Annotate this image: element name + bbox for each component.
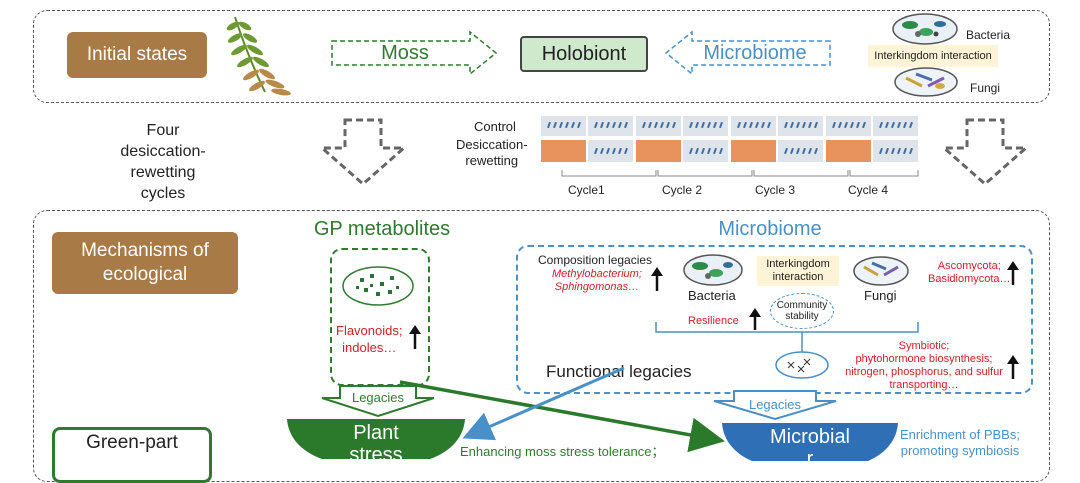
fungal-taxa: Ascomycota; Basidiomycota… (928, 260, 1011, 286)
initial-states-label: Initial states (86, 44, 188, 65)
resilience-label: Resilience (688, 315, 739, 327)
interk-mid-line1: Interkingdom (766, 258, 830, 270)
microbial-label: Microbial r (720, 426, 900, 470)
left-down-arrow (318, 118, 408, 186)
moss-label: Moss (381, 41, 429, 64)
plant-line1: Plant (353, 422, 399, 444)
moss-arrow (331, 30, 498, 76)
microbiome-arrow-label: Microbiome (703, 41, 807, 64)
cycle-label-3: Cycle 3 (755, 183, 796, 197)
cycle-label-4: Cycle 4 (848, 183, 889, 197)
composition-up-arrow (651, 267, 663, 291)
enrich-line1: Enrichment of PBBs; (900, 427, 1020, 442)
right-down-arrow (940, 118, 1030, 186)
legacies-left-label: Legacies (351, 389, 405, 405)
functional-bracket (655, 322, 919, 352)
initial-states-box: Initial states (67, 32, 207, 78)
holobiont-label: Holobiont (541, 42, 627, 65)
flavonoids-text: Flavonoids; indoles… (336, 322, 402, 356)
fungal-up-arrow (1007, 261, 1019, 285)
symb-line3: nitrogen, phosphorus, and sulfur (845, 366, 1003, 378)
control-label: Control (474, 119, 516, 134)
community-line2: stability (785, 311, 819, 322)
microbiome-arrow (664, 30, 831, 76)
function-dish-icon (775, 351, 829, 379)
mechanisms-line2: ecological (102, 264, 188, 285)
moss-illustration (226, 16, 291, 96)
microbiome-section-title: Microbiome (718, 217, 822, 240)
flavonoids-up-arrow (409, 325, 421, 349)
methylo-line: Methylobacterium; (552, 268, 642, 280)
fungi-dish-icon-2 (853, 256, 909, 286)
metabolite-dish-icon (342, 266, 414, 306)
resilience-up-arrow (749, 308, 761, 330)
indoles-line: indoles… (342, 340, 397, 355)
microbial-shape (722, 423, 898, 461)
enrichment-text: Enrichment of PBBs; promoting symbiosis (900, 427, 1020, 459)
symbiotic-text: Symbiotic; phytohormone biosynthesis; ni… (840, 340, 1008, 392)
four-line3: cycles (140, 185, 186, 202)
initial-states-panel (33, 10, 1050, 103)
symb-line1: Symbiotic; (898, 340, 950, 352)
four-cycles-text: Four desiccation-rewetting cycles (100, 120, 226, 204)
bacteria-mid-label: Bacteria (688, 288, 736, 303)
desiccation-line2: rewetting (465, 153, 519, 168)
symbiotic-up-arrow (1007, 355, 1019, 379)
composition-legacies-label: Composition legacies (538, 253, 653, 267)
bacteria-top-label: Bacteria (966, 28, 1011, 42)
legacies-right-arrow (713, 390, 837, 421)
interk-mid-line2: interaction (772, 271, 824, 283)
community-line1: Community (776, 300, 828, 311)
cycle-label-2: Cycle 2 (662, 183, 703, 197)
four-line1: Four (146, 122, 180, 139)
microbial-line1: Microbial (769, 426, 851, 448)
basidio-line: Basidiomycota… (928, 273, 1011, 285)
bacteria-dish-icon-2 (683, 254, 743, 286)
desiccation-label: Desiccation- rewetting (456, 137, 528, 169)
legacies-left-arrow (321, 385, 435, 418)
mechanisms-box: Mechanisms of ecological (52, 232, 238, 294)
microbial-line2: r (806, 448, 814, 470)
ascomycota-line: Ascomycota; (937, 260, 1001, 272)
plant-stress-shape (287, 419, 465, 459)
interkingdom-top-label: Interkingdom interaction (868, 45, 998, 67)
fungi-top-label: Fungi (970, 81, 1001, 95)
cross-arrows (399, 366, 725, 453)
interkingdom-top-text: Interkingdom interaction (874, 50, 992, 62)
flavonoids-line: Flavonoids; (336, 323, 403, 338)
holobiont-box: Holobiont (520, 36, 648, 72)
symb-line2: phytohormone biosynthesis; (855, 353, 993, 365)
four-line2: desiccation-rewetting (120, 143, 206, 181)
gp-metabolites-title: GP metabolites (313, 217, 451, 240)
mechanisms-line1: Mechanisms of (81, 240, 209, 261)
fungi-mid-label: Fungi (864, 288, 897, 303)
legacies-right-label: Legacies (748, 396, 802, 412)
bacteria-dish-icon (892, 13, 958, 45)
community-stability-ellipse: Community stability (770, 293, 834, 329)
symb-line4: transporting… (889, 379, 959, 391)
desiccation-row (541, 140, 918, 162)
sphingo-line: Sphingomonas… (554, 281, 640, 293)
control-row (541, 116, 918, 136)
green-part-label: Green-part (86, 432, 178, 453)
enrich-line2: promoting symbiosis (900, 443, 1020, 458)
desiccation-line1: Desiccation- (456, 137, 528, 152)
composition-taxa: Methylobacterium; Sphingomonas… (552, 268, 642, 294)
fungi-dish-icon (894, 67, 958, 97)
interkingdom-mid-box: Interkingdom interaction (757, 256, 839, 286)
cycle-grid (541, 116, 919, 177)
enhancing-label: Enhancing moss stress tolerance； (460, 444, 665, 459)
cycle-label-1: Cycle1 (568, 183, 605, 197)
